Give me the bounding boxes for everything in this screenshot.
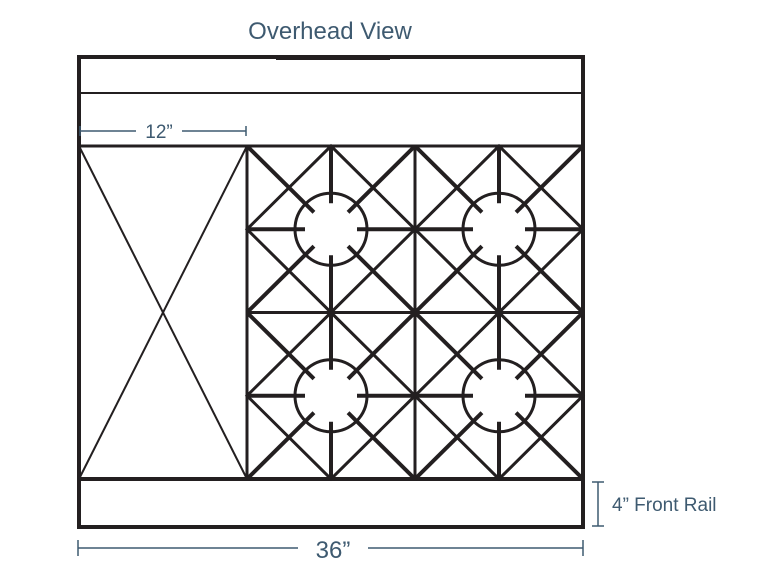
front-rail-label: 4” Front Rail — [612, 495, 717, 516]
grate-diagonal-front-left-0 — [245, 311, 316, 381]
grate-diagonal-rear-left-2 — [245, 244, 316, 314]
griddle-width-dimension — [79, 126, 247, 136]
grate-diagonal-rear-right-0 — [413, 144, 484, 214]
grate-diagonal-rear-right-3 — [514, 244, 585, 314]
front-rail-dimension — [592, 481, 604, 527]
griddle-width-label: 12” — [145, 122, 172, 143]
grate-diagonal-rear-left-0 — [245, 144, 316, 214]
diagram-title: Overhead View — [248, 18, 412, 45]
grate-diagonal-front-left-2 — [245, 411, 316, 481]
grate-diagonal-front-right-1 — [514, 311, 585, 381]
grate-diagonal-front-right-2 — [413, 411, 484, 481]
grate-diagonal-rear-left-3 — [346, 244, 417, 314]
grate-diagonal-front-right-3 — [514, 411, 585, 481]
grate-diagonal-rear-right-1 — [514, 144, 585, 214]
grate-diagonal-front-right-0 — [413, 311, 484, 381]
overall-width-dimension — [77, 540, 584, 556]
grate-diagonal-rear-left-1 — [346, 144, 417, 214]
griddle-cross-line-2 — [78, 145, 248, 480]
overall-width-label: 36” — [316, 537, 351, 564]
grate-diagonal-front-left-3 — [346, 411, 417, 481]
griddle-section — [77, 144, 249, 481]
burner-grates — [244, 143, 586, 482]
grate-diagonal-rear-right-2 — [413, 244, 484, 314]
grate-diagonal-front-left-1 — [346, 311, 417, 381]
